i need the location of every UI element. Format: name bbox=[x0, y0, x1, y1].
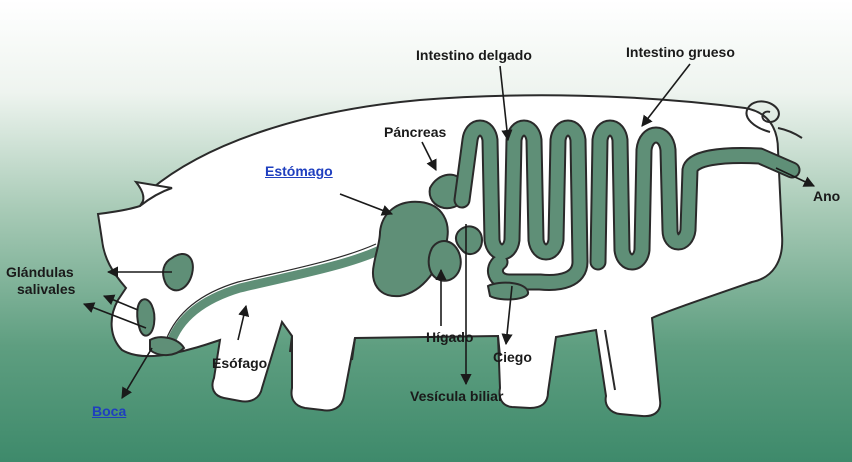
cecum bbox=[488, 283, 528, 300]
label-estomago[interactable]: Estómago bbox=[265, 164, 333, 179]
label-glandulas: Glándulas bbox=[6, 265, 74, 280]
label-salivales: salivales bbox=[17, 282, 75, 297]
salivary-gland-lower bbox=[137, 299, 154, 335]
label-pancreas: Páncreas bbox=[384, 125, 446, 140]
label-boca[interactable]: Boca bbox=[92, 404, 126, 419]
label-esofago: Esófago bbox=[212, 356, 267, 371]
label-higado: Hígado bbox=[426, 330, 473, 345]
label-vesicula-biliar: Vesícula biliar bbox=[410, 389, 503, 404]
label-ano: Ano bbox=[813, 189, 840, 204]
label-ciego: Ciego bbox=[493, 350, 532, 365]
label-intestino-grueso: Intestino grueso bbox=[626, 45, 735, 60]
label-intestino-delgado: Intestino delgado bbox=[416, 48, 532, 63]
